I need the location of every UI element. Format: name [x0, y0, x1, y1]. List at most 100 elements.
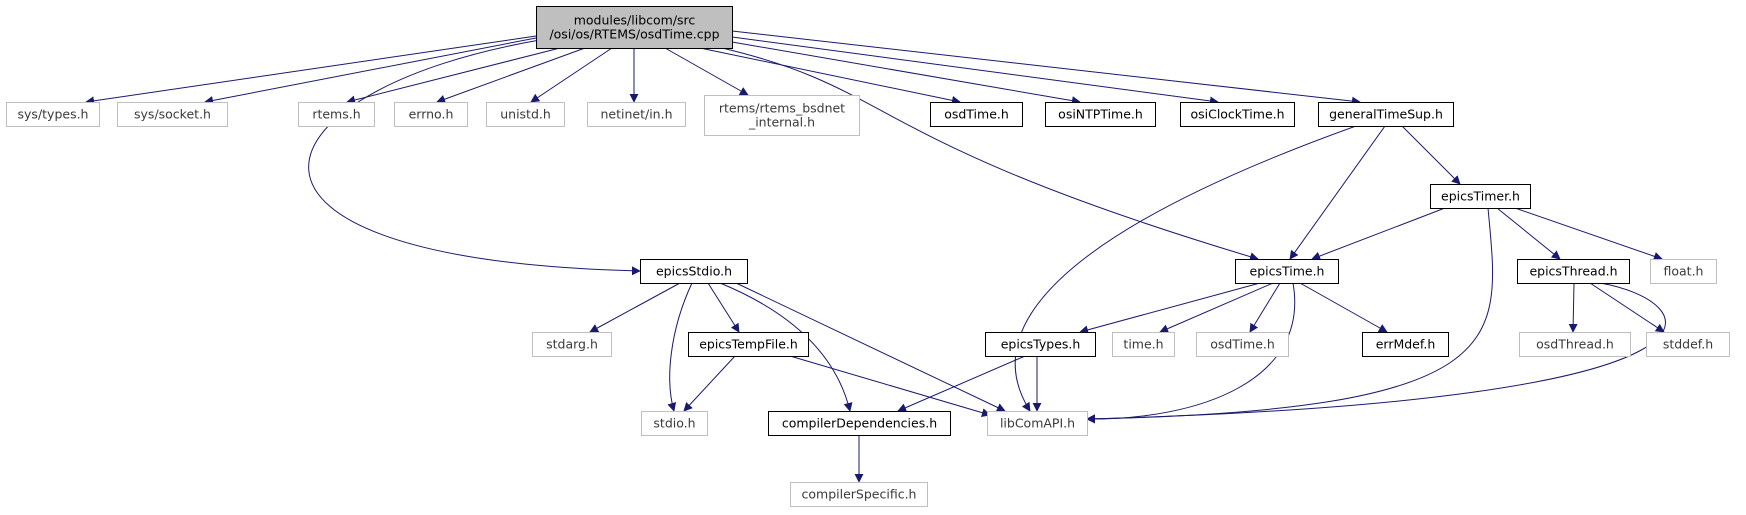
- node-root[interactable]: modules/libcom/src/osi/os/RTEMS/osdTime.…: [536, 6, 733, 49]
- node-label-epicsStdio: epicsStdio.h: [656, 264, 732, 279]
- node-epicsTimer[interactable]: epicsTimer.h: [1430, 184, 1531, 209]
- node-box-time: [1112, 332, 1175, 357]
- node-box-osdTime_ext: [1196, 332, 1289, 357]
- edge-epicsTime-to-time: [1159, 282, 1274, 333]
- edge-root-to-unistd: [530, 47, 613, 103]
- node-libComAPI[interactable]: libComAPI.h: [987, 411, 1088, 436]
- node-label-osdTime_ext: osdTime.h: [1210, 337, 1275, 352]
- edge-generalTimeSup-to-epicsTime: [1289, 125, 1386, 260]
- node-label-netinet_in: netinet/in.h: [600, 107, 672, 122]
- node-osdTime_ext[interactable]: osdTime.h: [1196, 332, 1289, 357]
- node-label-root-line1: modules/libcom/src: [574, 13, 696, 28]
- edge-epicsStdio-to-compilerDependencies: [719, 282, 853, 412]
- node-box-root: [536, 6, 733, 49]
- edge-epicsTime-to-errMdef: [1299, 282, 1388, 333]
- edge-root-to-errno: [436, 47, 586, 104]
- node-box-epicsTime: [1235, 259, 1339, 284]
- node-osiClockTime[interactable]: osiClockTime.h: [1180, 102, 1295, 127]
- edge-root-to-osdTime_h: [699, 47, 961, 105]
- node-box-sys_types: [6, 102, 100, 127]
- edge-root-to-generalTimeSup: [731, 30, 1361, 106]
- edge-epicsStdio-to-stdio: [667, 282, 693, 412]
- node-box-epicsTempFile: [688, 332, 809, 357]
- node-label-epicsTempFile: epicsTempFile.h: [699, 337, 798, 352]
- node-box-generalTimeSup: [1318, 102, 1454, 127]
- edge-root-to-osiNTPTime: [731, 41, 1081, 106]
- node-netinet_in[interactable]: netinet/in.h: [587, 102, 686, 127]
- edge-epicsTimer-to-epicsTime: [1311, 207, 1446, 261]
- edge-generalTimeSup-to-libComAPI: [1014, 125, 1357, 412]
- node-box-compilerSpecific: [790, 482, 928, 507]
- node-label-errno: errno.h: [409, 107, 454, 122]
- node-generalTimeSup[interactable]: generalTimeSup.h: [1318, 102, 1454, 127]
- node-errMdef[interactable]: errMdef.h: [1362, 332, 1449, 357]
- node-label-sys_socket: sys/socket.h: [134, 107, 211, 122]
- edge-root-to-rtems_bsdnet: [664, 47, 749, 96]
- node-box-float: [1650, 259, 1717, 284]
- node-label-osiClockTime: osiClockTime.h: [1190, 107, 1284, 122]
- node-box-epicsThread: [1517, 259, 1630, 284]
- node-label-epicsTypes: epicsTypes.h: [1001, 337, 1081, 352]
- edge-root-to-epicsStdio: [308, 39, 641, 276]
- node-sys_types[interactable]: sys/types.h: [6, 102, 100, 127]
- node-epicsThread[interactable]: epicsThread.h: [1517, 259, 1630, 284]
- edge-generalTimeSup-to-epicsTimer: [1401, 125, 1461, 185]
- node-box-epicsTimer: [1430, 184, 1531, 209]
- node-sys_socket[interactable]: sys/socket.h: [117, 102, 228, 127]
- node-box-stddef: [1646, 332, 1730, 357]
- node-errno[interactable]: errno.h: [394, 102, 468, 127]
- edge-root-to-sys_types: [85, 35, 537, 106]
- edge-epicsStdio-to-stdarg: [589, 282, 681, 333]
- node-box-osdTime_h: [930, 102, 1023, 127]
- edge-epicsStdio-to-epicsTempFile: [707, 282, 740, 333]
- edge-epicsTimer-to-libComAPI: [1086, 207, 1494, 424]
- node-label-root-line2: /osi/os/RTEMS/osdTime.cpp: [549, 27, 719, 42]
- node-label-sys_types: sys/types.h: [18, 107, 89, 122]
- node-label-rtems_bsdnet-line1: rtems/rtems_bsdnet: [719, 101, 845, 116]
- node-rtems_bsdnet[interactable]: rtems/rtems_bsdnet_internal.h: [704, 95, 860, 136]
- node-box-errMdef: [1362, 332, 1449, 357]
- node-box-epicsTypes: [985, 332, 1096, 357]
- node-layer: modules/libcom/src/osi/os/RTEMS/osdTime.…: [6, 6, 1730, 507]
- node-unistd[interactable]: unistd.h: [486, 102, 565, 127]
- node-label-epicsTime: epicsTime.h: [1250, 264, 1325, 279]
- node-label-stdio: stdio.h: [653, 416, 695, 431]
- edge-root-to-rtems: [346, 47, 561, 105]
- node-label-compilerSpecific: compilerSpecific.h: [802, 487, 917, 502]
- node-box-rtems: [298, 102, 375, 127]
- node-label-rtems_bsdnet-line2: _internal.h: [748, 115, 815, 130]
- node-stdarg[interactable]: stdarg.h: [532, 332, 612, 357]
- node-label-rtems: rtems.h: [312, 107, 360, 122]
- node-epicsTime[interactable]: epicsTime.h: [1235, 259, 1339, 284]
- edge-epicsTime-to-libComAPI: [1086, 282, 1296, 424]
- node-epicsStdio[interactable]: epicsStdio.h: [640, 259, 748, 284]
- node-box-osiNTPTime: [1045, 102, 1156, 127]
- node-box-stdarg: [532, 332, 612, 357]
- node-osiNTPTime[interactable]: osiNTPTime.h: [1045, 102, 1156, 127]
- node-box-osiClockTime: [1180, 102, 1295, 127]
- edge-root-to-sys_socket: [204, 37, 537, 105]
- node-epicsTypes[interactable]: epicsTypes.h: [985, 332, 1096, 357]
- node-label-osiNTPTime: osiNTPTime.h: [1058, 107, 1143, 122]
- node-compilerDependencies[interactable]: compilerDependencies.h: [768, 411, 951, 436]
- node-label-osdThread: osdThread.h: [1536, 337, 1614, 352]
- node-box-osdThread: [1519, 332, 1631, 357]
- node-compilerSpecific[interactable]: compilerSpecific.h: [790, 482, 928, 507]
- node-box-sys_socket: [117, 102, 228, 127]
- node-osdThread[interactable]: osdThread.h: [1519, 332, 1631, 357]
- node-stddef[interactable]: stddef.h: [1646, 332, 1730, 357]
- node-stdio[interactable]: stdio.h: [641, 411, 708, 436]
- node-osdTime_h[interactable]: osdTime.h: [930, 102, 1023, 127]
- edge-epicsTempFile-to-stdio: [683, 355, 736, 412]
- node-epicsTempFile[interactable]: epicsTempFile.h: [688, 332, 809, 357]
- edge-epicsStdio-to-libComAPI: [735, 282, 1006, 412]
- edge-epicsTypes-to-compilerDependencies: [897, 355, 1026, 412]
- edge-epicsThread-to-libComAPI: [1086, 282, 1666, 424]
- node-box-unistd: [486, 102, 565, 127]
- node-label-float: float.h: [1664, 264, 1704, 279]
- node-time[interactable]: time.h: [1112, 332, 1175, 357]
- node-float[interactable]: float.h: [1650, 259, 1717, 284]
- node-rtems[interactable]: rtems.h: [298, 102, 375, 127]
- node-box-rtems_bsdnet: [704, 95, 860, 136]
